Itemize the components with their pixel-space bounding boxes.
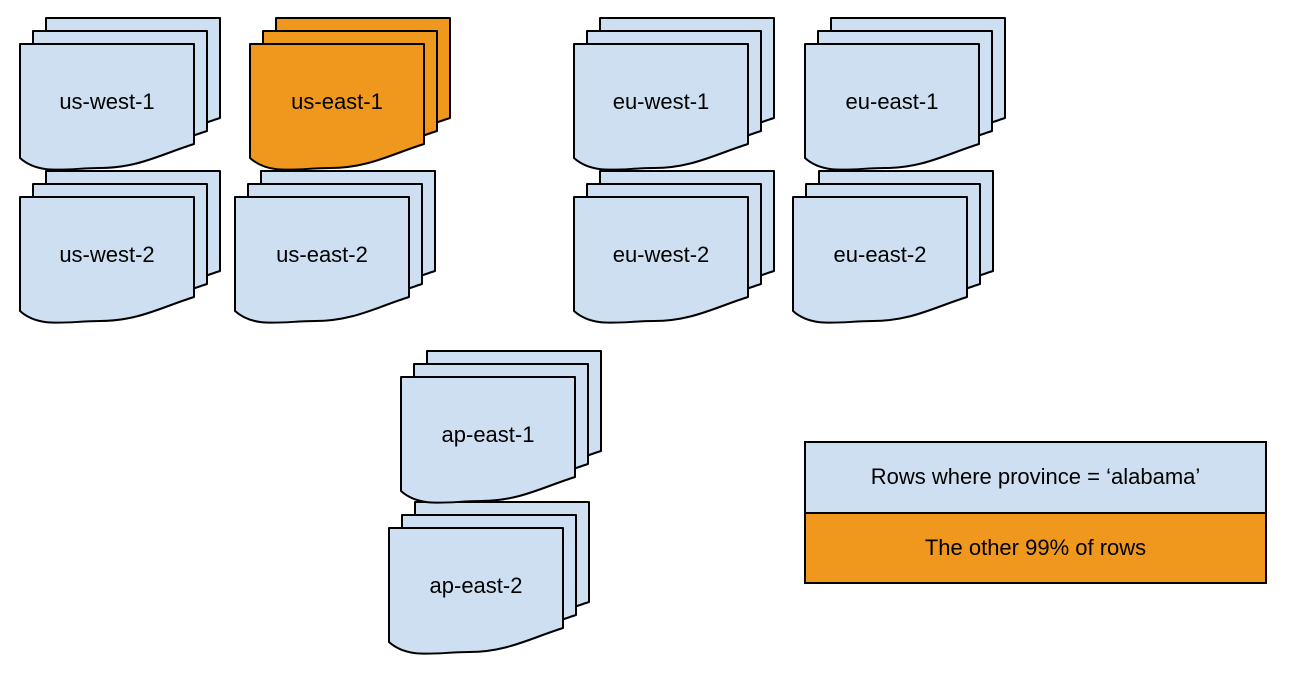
region-stack-eu-east-1: eu-east-1: [803, 16, 1007, 178]
region-stack-ap-east-1: ap-east-1: [399, 349, 603, 511]
legend: Rows where province = ‘alabama’ The othe…: [804, 441, 1267, 584]
document-stack-icon: [249, 17, 451, 171]
document-stack-icon: [400, 350, 602, 504]
region-stack-eu-west-2: eu-west-2: [572, 169, 776, 331]
legend-item-alabama-rows: Rows where province = ‘alabama’: [806, 443, 1265, 512]
document-stack-icon: [19, 17, 221, 171]
document-stack-icon: [234, 170, 436, 324]
document-stack-icon: [388, 501, 590, 655]
legend-item-label: Rows where province = ‘alabama’: [870, 464, 1201, 490]
legend-item-other-rows: The other 99% of rows: [806, 511, 1265, 582]
region-stack-us-east-2: us-east-2: [233, 169, 437, 331]
region-stack-ap-east-2: ap-east-2: [387, 500, 591, 662]
legend-item-label: The other 99% of rows: [924, 534, 1147, 560]
region-stack-us-east-1: us-east-1: [248, 16, 452, 178]
document-stack-icon: [573, 17, 775, 171]
document-stack-icon: [573, 170, 775, 324]
document-stack-icon: [792, 170, 994, 324]
document-stack-icon: [19, 170, 221, 324]
region-stack-eu-east-2: eu-east-2: [791, 169, 995, 331]
region-stack-eu-west-1: eu-west-1: [572, 16, 776, 178]
document-stack-icon: [804, 17, 1006, 171]
region-stack-us-west-1: us-west-1: [18, 16, 222, 178]
region-stack-us-west-2: us-west-2: [18, 169, 222, 331]
